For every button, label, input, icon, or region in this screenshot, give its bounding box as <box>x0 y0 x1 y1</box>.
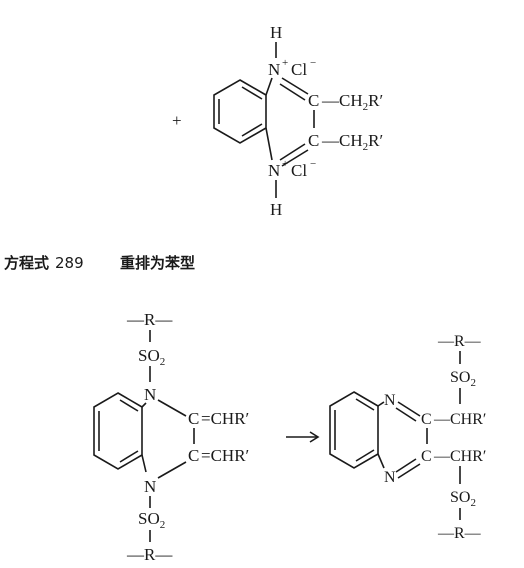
left-benzene-ring <box>93 392 143 470</box>
right-c1: C <box>421 411 432 428</box>
top-n-charge: + <box>282 57 288 69</box>
right-benzene-inner-bond <box>355 449 375 462</box>
right-quinoxaline-structure: —R— SO2 N C —CHR′ C —CHR′ N SO2 —R— <box>329 333 486 542</box>
left-c2: C <box>188 446 199 465</box>
left-n-top: N <box>144 385 156 404</box>
right-r-bot: —R— <box>437 525 482 542</box>
right-n-c-double-bond <box>397 401 421 417</box>
right-benzene-ring <box>329 391 379 469</box>
right-chr-2: —CHR′ <box>433 448 486 465</box>
left-chr-2: =CHR′ <box>201 446 249 465</box>
right-ring-n-bond <box>377 453 385 469</box>
top-c1: C <box>308 91 319 110</box>
bottom-h: H <box>270 200 282 219</box>
left-ring-n-bond <box>141 454 147 473</box>
left-r-top: —R— <box>126 310 173 329</box>
reaction-arrow <box>286 431 320 443</box>
left-c-n-bond <box>157 461 187 479</box>
right-n-c-double-bond <box>395 407 417 422</box>
top-n-c-double-bond <box>279 83 306 101</box>
arrow-head <box>309 431 320 443</box>
right-ring-n-bond <box>377 401 385 407</box>
left-r-bot: —R— <box>126 545 173 564</box>
top-ch2r-2: —CH2R′ <box>321 131 383 153</box>
top-ring-n-bond <box>265 77 273 96</box>
left-n-bot: N <box>144 477 156 496</box>
left-dihydro-structure: —R— SO2 N C =CHR′ C =CHR′ N SO2 —R— <box>93 310 249 564</box>
right-c-n-double-bond <box>397 463 421 479</box>
top-h: H <box>270 23 282 42</box>
top-diazepinium-structure: + H N + Cl − C —CH2R′ C —CH2R′ N + Cl − … <box>172 23 383 219</box>
right-chr-1: —CHR′ <box>433 411 486 428</box>
bottom-n: N <box>268 161 280 180</box>
plus-sign: + <box>172 111 182 130</box>
left-benzene-inner-bond <box>119 399 139 412</box>
top-ring-n-bond <box>265 127 273 161</box>
right-c2: C <box>421 448 432 465</box>
right-n-top: N <box>384 392 396 409</box>
right-so2-bot: SO2 <box>450 489 476 509</box>
left-chr-1: =CHR′ <box>201 409 249 428</box>
equation-caption: 方程式 289 重排为苯型 <box>4 254 195 272</box>
bottom-cl-charge: − <box>310 158 316 170</box>
top-ch2r-1: —CH2R′ <box>321 91 383 113</box>
top-c-n-double-bond <box>279 143 306 161</box>
right-r-top: —R— <box>437 333 482 350</box>
top-benzene-inner-bond <box>241 86 263 100</box>
left-so2-top: SO2 <box>138 346 165 368</box>
top-benzene-ring <box>213 79 267 144</box>
top-benzene-inner-bond <box>241 123 263 137</box>
top-cl: Cl <box>291 60 307 79</box>
right-benzene-inner-bond <box>355 398 375 411</box>
top-cl-charge: − <box>310 57 316 69</box>
bottom-cl: Cl <box>291 161 307 180</box>
caption-label: 方程式 <box>4 254 49 272</box>
right-n-bot: N <box>384 469 396 486</box>
caption-number: 289 <box>55 254 84 272</box>
top-c-n-double-bond <box>281 149 309 167</box>
left-benzene-inner-bond <box>119 450 139 463</box>
right-c-n-double-bond <box>395 458 417 473</box>
top-n-c-double-bond <box>281 77 309 95</box>
left-so2-bot: SO2 <box>138 509 165 531</box>
top-c2: C <box>308 131 319 150</box>
top-n: N <box>268 60 280 79</box>
right-so2-top: SO2 <box>450 369 476 389</box>
left-ring-n-bond <box>141 402 147 408</box>
left-c1: C <box>188 409 199 428</box>
bottom-n-charge: + <box>282 158 288 170</box>
left-n-c-bond <box>157 399 187 417</box>
caption-title: 重排为苯型 <box>120 254 195 272</box>
